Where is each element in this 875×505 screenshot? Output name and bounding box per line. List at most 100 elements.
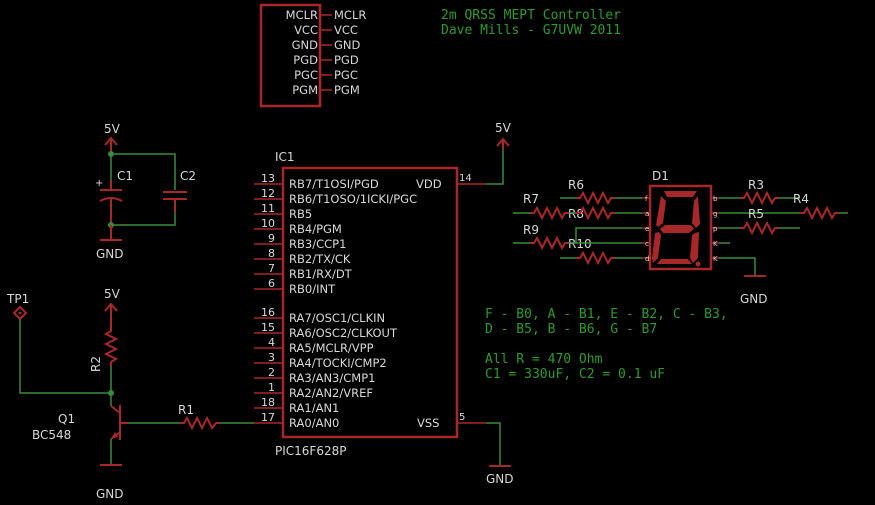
supply-caps: 5V + C1 C2 GND xyxy=(95,122,196,261)
v5-caps-label: 5V xyxy=(104,122,121,136)
ic1-pin-label: RA7/OSC1/CLKIN xyxy=(289,311,385,325)
ic1-pin-number: 11 xyxy=(261,202,275,215)
header-net-label: MCLR xyxy=(334,8,366,22)
q1-emitter-arrow xyxy=(111,432,118,439)
c1-symbol xyxy=(99,180,123,230)
ic1-vss-label: VSS xyxy=(417,416,439,430)
r4-symbol xyxy=(800,205,839,221)
header-pin-label: PGM xyxy=(292,83,318,97)
r10-label: R10 xyxy=(568,237,592,251)
ic1-pin-label: RB3/CCP1 xyxy=(289,237,346,251)
ic1-pin-label: RA4/TOCKI/CMP2 xyxy=(289,356,387,370)
r8-label: R8 xyxy=(568,207,584,221)
ic1-pin-number: 8 xyxy=(268,247,275,260)
d1-pin-label: f xyxy=(645,195,648,203)
caps-bottom-wire xyxy=(111,212,176,226)
d1-pin-label: K xyxy=(713,255,718,263)
r7-symbol xyxy=(530,205,569,221)
d1-pin-label: K xyxy=(713,240,718,248)
v5-ic-arrow xyxy=(496,137,510,150)
ic1-pin-label: RB6/T1OSO/1ICKI/PGC xyxy=(289,192,417,206)
d1-pin-label: c xyxy=(645,240,649,248)
note-line-3: All R = 470 Ohm xyxy=(485,352,603,367)
ic1-pin-number: 13 xyxy=(261,172,275,185)
r10-wire2 xyxy=(569,242,642,259)
tp1-wire xyxy=(19,319,111,394)
ic1-vss-pin: 5 xyxy=(459,412,465,423)
header-pin-label: VCC xyxy=(294,23,318,37)
header-net-label: PGD xyxy=(334,53,359,67)
q1-label: Q1 xyxy=(58,412,75,426)
ic1-part: PIC16F628P xyxy=(275,444,346,458)
r8-symbol xyxy=(576,205,615,221)
ic1-pin-label: RB0/INT xyxy=(289,282,336,296)
ic1-vdd-label: VDD xyxy=(416,177,442,191)
ic1-pin-label: RB7/T1OSI/PGD xyxy=(289,177,379,191)
c2-label: C2 xyxy=(180,169,196,183)
title-line-1: 2m QRSS MEPT Controller xyxy=(441,8,621,23)
header-net-label: PGC xyxy=(334,68,358,82)
v5-r2-arrow xyxy=(104,302,118,328)
ic1-pin-label: RB5 xyxy=(289,207,312,221)
vss-wire xyxy=(486,422,501,466)
ic1-pin-number: 4 xyxy=(268,336,275,349)
ic1-pin-label: RA5/MCLR/VPP xyxy=(289,341,374,355)
r2-label: R2 xyxy=(89,356,103,372)
ic1-pin-number: 1 xyxy=(268,381,275,394)
d1-pin-label: e xyxy=(645,225,649,233)
r6-label: R6 xyxy=(568,178,584,192)
r1-label: R1 xyxy=(178,403,194,417)
d1-pin-label: g xyxy=(713,210,717,218)
gnd-caps-label: GND xyxy=(96,247,124,261)
ic1-pin-label: RB4/PGM xyxy=(289,222,342,236)
caps-top-wire xyxy=(110,153,176,190)
header-body xyxy=(259,3,322,108)
header-net-label: PGM xyxy=(334,83,360,97)
v5-ic-label: 5V xyxy=(495,121,512,135)
ic1-body xyxy=(281,166,459,439)
r2-symbol xyxy=(103,328,119,366)
r7-label: R7 xyxy=(523,192,539,206)
seven-seg-digit xyxy=(652,191,700,264)
note-line-1: F - B0, A - B1, E - B2, C - B3, xyxy=(485,307,728,322)
gnd-disp-label: GND xyxy=(740,292,768,306)
k-wire xyxy=(719,242,756,276)
ic1-pin-number: 9 xyxy=(268,232,275,245)
c1-label: C1 xyxy=(117,169,133,183)
seven-seg-dp xyxy=(695,261,701,267)
tp1-label: TP1 xyxy=(6,292,29,306)
c2-symbol xyxy=(163,191,187,212)
ic1-pin-label: RB2/TX/CK xyxy=(289,252,351,266)
gnd-q1-label: GND xyxy=(96,487,124,501)
ic1-pin-number: 2 xyxy=(268,366,275,379)
ic1-pin-number: 18 xyxy=(261,396,275,409)
ic1-pin-number: 17 xyxy=(261,411,275,424)
gnd-caps-symbol xyxy=(100,225,122,241)
note-line-4: C1 = 330uF, C2 = 0.1 uF xyxy=(485,367,665,382)
header-net-label: GND xyxy=(334,38,361,52)
notes: F - B0, A - B1, E - B2, C - B3, D - B5, … xyxy=(485,307,728,382)
vdd-wire xyxy=(486,150,504,185)
header-pin-label: PGC xyxy=(294,68,318,82)
ic1-pin-label: RA6/OSC2/CLKOUT xyxy=(289,326,398,340)
ic1-pin-label: RA2/AN2/VREF xyxy=(289,386,373,400)
r4-label: R4 xyxy=(793,192,809,206)
ic1-pin-number: 16 xyxy=(261,306,275,319)
header-pin-label: GND xyxy=(292,38,319,52)
q1-type: BC548 xyxy=(32,428,71,442)
header-pin-label: MCLR xyxy=(286,8,318,22)
c1-plus: + xyxy=(95,178,103,189)
r3-symbol xyxy=(740,190,779,206)
d1-pin-label: d xyxy=(645,255,649,263)
ic1-pin-number: 15 xyxy=(261,321,275,334)
d1-pin-label: b xyxy=(713,195,718,203)
header-net-label: VCC xyxy=(334,23,358,37)
junction xyxy=(108,390,114,396)
ic1-pin-number: 12 xyxy=(261,187,275,200)
r3-label: R3 xyxy=(748,178,764,192)
r1-symbol xyxy=(180,415,220,431)
r6-symbol xyxy=(576,190,615,206)
r10-symbol xyxy=(576,250,615,266)
